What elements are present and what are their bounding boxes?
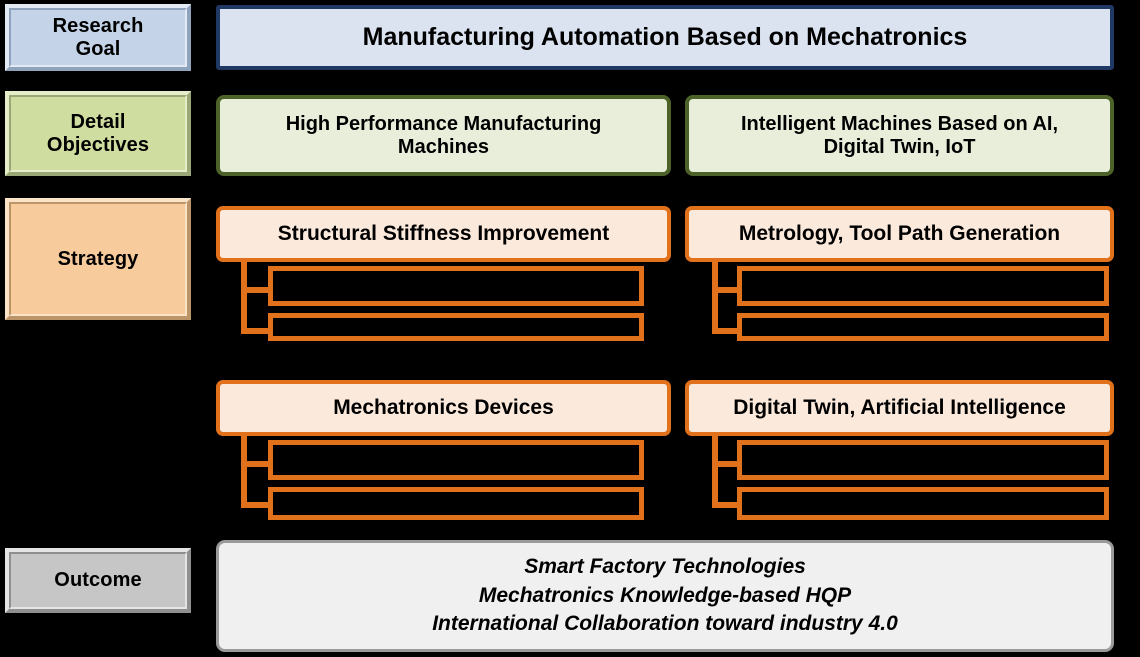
strategy-subbar-2a: [737, 266, 1109, 306]
strategy-connector-stub-2b: [712, 328, 742, 334]
objective-line-2: Machines: [397, 135, 490, 158]
objective-line-1: Intelligent Machines Based on AI,: [740, 112, 1059, 135]
label-plate-strategy: Strategy: [5, 198, 191, 320]
strategy-title-2: Metrology, Tool Path Generation: [738, 221, 1061, 245]
strategy-subbar-3a: [268, 440, 644, 480]
plate-bevel-inner: [9, 202, 187, 316]
plate-bevel-inner: [9, 95, 187, 172]
strategy-connector-stub-2a: [712, 287, 742, 293]
plate-bevel-inner: [9, 552, 187, 609]
strategy-subbar-4b: [737, 487, 1109, 520]
strategy-title-3: Mechatronics Devices: [333, 395, 554, 419]
strategy-box-4: Digital Twin, Artificial Intelligence: [685, 380, 1114, 436]
strategy-connector-stub-4b: [712, 502, 742, 508]
strategy-title-4: Digital Twin, Artificial Intelligence: [733, 395, 1066, 419]
strategy-box-1: Structural Stiffness Improvement: [216, 206, 671, 262]
detail-objective-box-2: Intelligent Machines Based on AI, Digita…: [685, 95, 1114, 176]
plate-face: [11, 97, 185, 170]
strategy-connector-trunk-3: [241, 436, 247, 508]
plate-bevel-inner: [9, 8, 187, 67]
strategy-box-3: Mechatronics Devices: [216, 380, 671, 436]
detail-objective-text-1: High Performance Manufacturing Machines: [286, 113, 602, 159]
label-plate-text: Outcome: [50, 569, 145, 591]
research-goal-title: Manufacturing Automation Based on Mechat…: [362, 23, 968, 52]
label-line-1: Research: [52, 15, 144, 38]
label-line-2: Objectives: [46, 133, 150, 156]
strategy-title-1: Structural Stiffness Improvement: [277, 221, 610, 245]
strategy-connector-stub-4a: [712, 461, 742, 467]
outcome-line-2: Mechatronics Knowledge-based HQP: [478, 583, 852, 607]
strategy-connector-stub-3a: [241, 461, 273, 467]
strategy-subbar-2b: [737, 313, 1109, 341]
plate-bevel-outer: [5, 91, 191, 176]
outcome-text: Smart Factory Technologies Mechatronics …: [432, 553, 898, 640]
strategy-connector-stub-1a: [241, 287, 273, 293]
strategy-connector-trunk-4: [712, 436, 718, 508]
strategy-subbar-3b: [268, 487, 644, 520]
plate-bevel-outer: [5, 198, 191, 320]
detail-objective-text-2: Intelligent Machines Based on AI, Digita…: [741, 113, 1058, 159]
outcome-line-1: Smart Factory Technologies: [524, 554, 806, 578]
outcome-box: Smart Factory Technologies Mechatronics …: [216, 540, 1114, 652]
label-plate-text: Detail Objectives: [43, 111, 153, 156]
strategy-connector-trunk-1: [241, 262, 247, 334]
label-plate-text: Strategy: [54, 248, 143, 270]
research-goal-box: Manufacturing Automation Based on Mechat…: [216, 5, 1114, 70]
strategy-subbar-1a: [268, 266, 644, 306]
strategy-box-2: Metrology, Tool Path Generation: [685, 206, 1114, 262]
label-plate-outcome: Outcome: [5, 548, 191, 613]
plate-face: [11, 10, 185, 65]
label-line-1: Detail: [70, 111, 126, 134]
strategy-subbar-1b: [268, 313, 644, 341]
strategy-subbar-4a: [737, 440, 1109, 480]
strategy-connector-stub-1b: [241, 328, 273, 334]
outcome-line-3: International Collaboration toward indus…: [432, 612, 898, 636]
label-plate-research-goal: Research Goal: [5, 4, 191, 71]
plate-face: [11, 554, 185, 607]
strategy-connector-stub-3b: [241, 502, 273, 508]
objective-line-2: Digital Twin, IoT: [823, 135, 976, 158]
plate-bevel-outer: [5, 548, 191, 613]
label-line-1: Strategy: [57, 247, 139, 270]
label-line-1: Outcome: [54, 569, 142, 592]
label-plate-detail-objectives: Detail Objectives: [5, 91, 191, 176]
objective-line-1: High Performance Manufacturing: [285, 112, 602, 135]
plate-bevel-outer: [5, 4, 191, 71]
label-plate-text: Research Goal: [49, 15, 148, 60]
label-line-2: Goal: [75, 37, 121, 60]
detail-objective-box-1: High Performance Manufacturing Machines: [216, 95, 671, 176]
strategy-connector-trunk-2: [712, 262, 718, 334]
plate-face: [11, 204, 185, 314]
